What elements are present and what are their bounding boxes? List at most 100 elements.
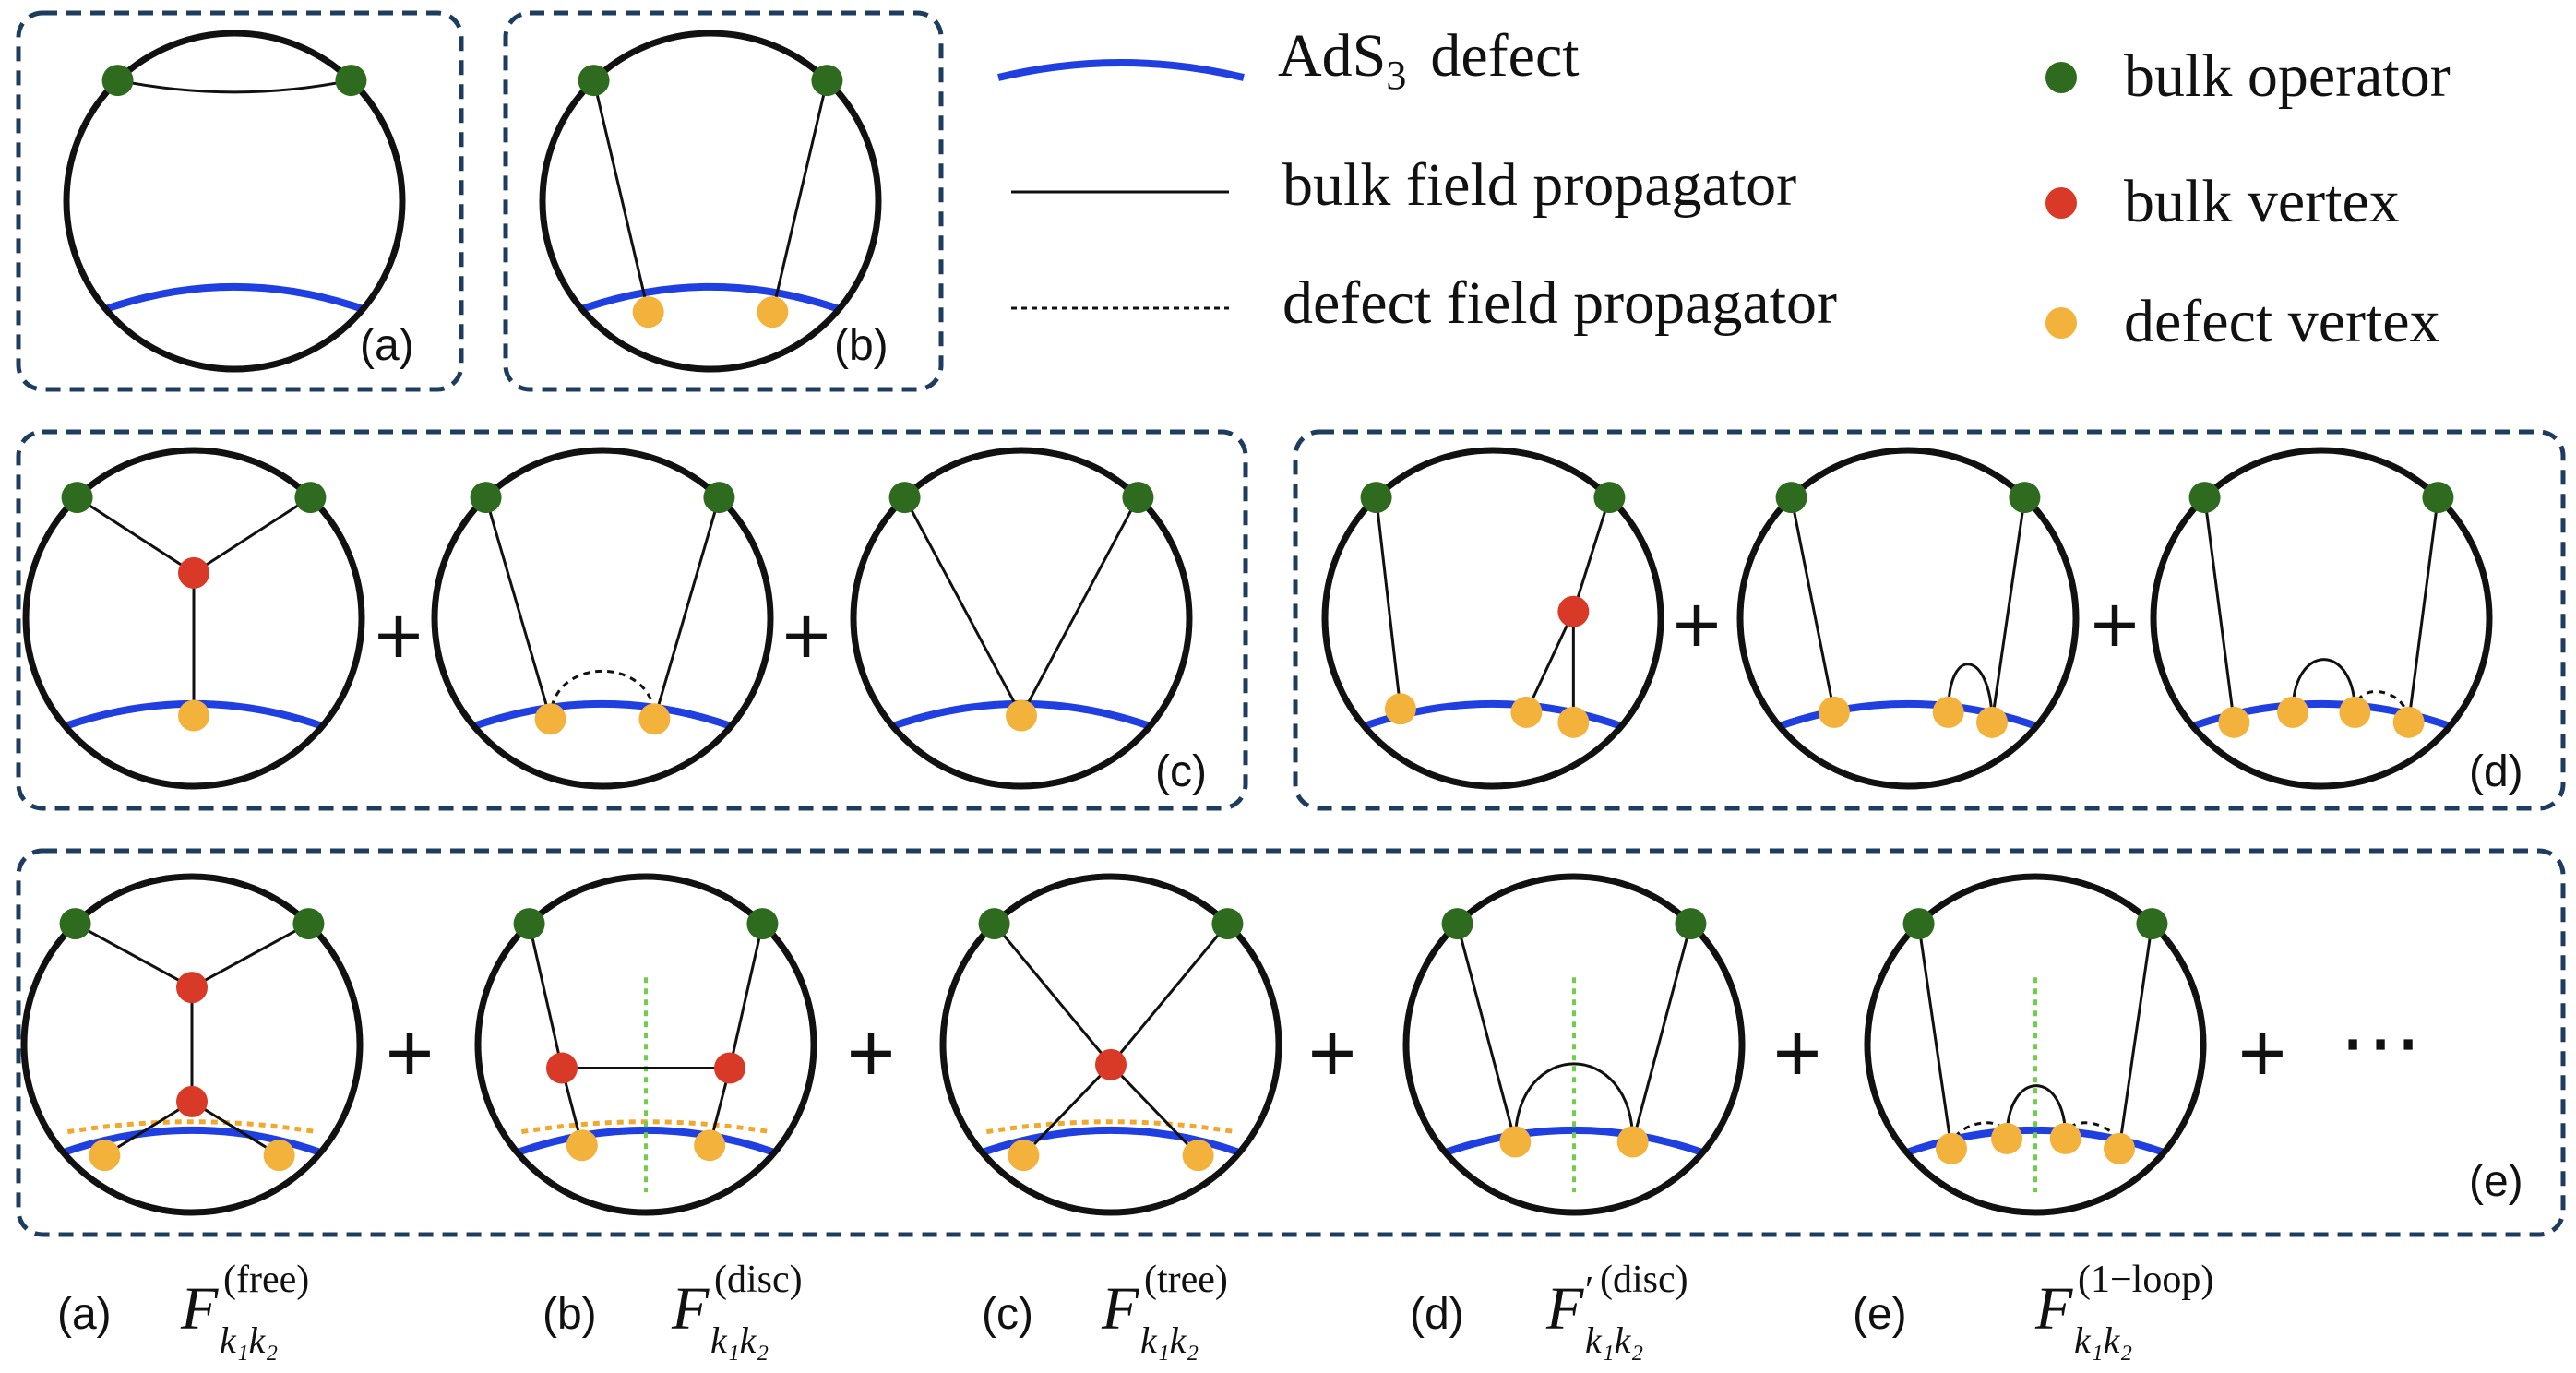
bulk-propagator [1375, 496, 1402, 710]
caption-superscript: (1−loop) [2078, 1259, 2213, 1301]
defect-vertex [2277, 696, 2309, 728]
cut-curve-dashed [985, 1119, 1236, 1135]
plus-sign: + [1673, 579, 1722, 672]
plus-sign: + [386, 1008, 435, 1100]
bulk-propagator [74, 922, 193, 989]
legend-bulk-propagator-label: bulk field propagator [1282, 151, 1796, 219]
defect-vertex [1557, 706, 1590, 738]
defect-vertex [1936, 1132, 1967, 1164]
caption-label: (b) [543, 1290, 597, 1339]
bulk-vertex [178, 556, 209, 589]
panel-a-border [16, 10, 464, 392]
ads3-defect-arc [580, 282, 841, 313]
bulk-vertex [714, 1052, 745, 1084]
plus-sign: + [2238, 1008, 2287, 1100]
bulk-propagator [1631, 923, 1692, 1142]
caption-e: (e) F (1−loop) k₁k₂ [1853, 1259, 2213, 1361]
caption-F: F [1101, 1275, 1139, 1343]
panel-e-border [16, 848, 2566, 1237]
bulk-operator [101, 65, 134, 97]
defect-vertex [1510, 696, 1543, 728]
defect-vertex [2104, 1132, 2135, 1164]
bulk-operator [1211, 908, 1244, 940]
bulk-propagator [484, 496, 553, 720]
defect-vertex [1006, 699, 1037, 732]
bulk-operator [703, 482, 735, 514]
bulk-operator [746, 908, 779, 940]
bulk-vertex [1557, 595, 1590, 627]
ads-boundary-circle [1402, 873, 1746, 1216]
bulk-operator [1593, 482, 1626, 514]
bulk-operator [61, 482, 93, 514]
defect-vertex [694, 1129, 726, 1162]
defect-vertex [638, 703, 671, 735]
bulk-propagator [728, 923, 764, 1069]
plus-sign: + [847, 1008, 896, 1100]
caption-subscript: k₁k₂ [220, 1319, 278, 1361]
diagram-e4 [1402, 873, 1746, 1216]
caption-subscript: k₁k₂ [710, 1319, 769, 1361]
legend-bulk-operator-dot [2045, 62, 2077, 93]
panel-b-label: (b) [834, 321, 888, 370]
panel-c-label: (c) [1155, 747, 1207, 796]
bulk-propagator [103, 1100, 193, 1157]
caption-F: F [1545, 1275, 1584, 1343]
plus-sign: + [2091, 579, 2140, 672]
caption-a: (a) F (free) k₁k₂ [57, 1259, 309, 1361]
legend-defect-propagator-label: defect field propagator [1282, 269, 1837, 337]
bulk-propagator [1917, 923, 1953, 1150]
defect-vertex [757, 296, 789, 328]
bulk-propagator [1109, 923, 1229, 1066]
bulk-propagator [652, 496, 721, 720]
defect-propagator [1950, 1121, 2009, 1150]
defect-vertex [1616, 1126, 1649, 1158]
legend-defect-vertex-dot [2045, 307, 2077, 339]
bulk-operator [470, 482, 502, 514]
caption-c: (c) F (tree) k₁k₂ [982, 1259, 1228, 1361]
caption-b: (b) F (disc) k₁k₂ [543, 1259, 803, 1361]
bulk-propagator [2005, 1084, 2068, 1139]
legend-bulk-operator-label: bulk operator [2124, 42, 2451, 110]
bulk-propagator [76, 495, 195, 575]
panel-d-border [1293, 429, 2566, 811]
ads3-defect-arc [516, 1126, 776, 1156]
bulk-operator [335, 65, 367, 97]
ads-boundary-circle [22, 447, 365, 790]
caption-label: (e) [1853, 1290, 1907, 1339]
caption-superscript: (free) [223, 1259, 309, 1301]
caption-label: (c) [982, 1290, 1033, 1339]
bulk-operator [578, 65, 610, 97]
ads-boundary-circle [474, 873, 817, 1216]
diagram-e1 [20, 873, 364, 1216]
caption-subscript: k₁k₂ [1585, 1319, 1643, 1361]
defect-vertex [1976, 706, 2008, 738]
bulk-vertex [176, 1085, 208, 1117]
defect-vertex [632, 296, 664, 328]
plus-sign: + [375, 591, 423, 683]
diagram-e2 [474, 873, 817, 1216]
caption-F: F [671, 1275, 710, 1343]
bulk-operator [1775, 482, 1807, 514]
bulk-vertex [546, 1052, 578, 1084]
cut-curve-dashed [66, 1119, 317, 1135]
ads3-defect-arc [104, 282, 364, 313]
ads-boundary-circle [1321, 447, 1664, 790]
captions: (a) F (free) k₁k₂ (b) F (disc) k₁k₂ (c) … [57, 1259, 2213, 1361]
ads-boundary-circle [431, 447, 774, 790]
caption-subscript: k₁k₂ [2074, 1319, 2132, 1361]
bulk-operator [2422, 482, 2454, 514]
diagram-e3 [939, 873, 1282, 1216]
defect-vertex [2339, 696, 2371, 728]
defect-propagator [549, 669, 656, 720]
diagram-a [63, 30, 406, 373]
ads-boundary-circle [939, 873, 1282, 1216]
panel-e-label: (e) [2469, 1157, 2523, 1206]
defect-vertex [534, 703, 566, 735]
bulk-propagator [193, 495, 312, 575]
bulk-propagator [1990, 496, 2026, 723]
diagram-e5 [1864, 873, 2207, 1216]
bulk-propagator [1571, 496, 1611, 613]
bulk-propagator [2291, 658, 2356, 712]
ads-boundary-circle [20, 873, 364, 1216]
